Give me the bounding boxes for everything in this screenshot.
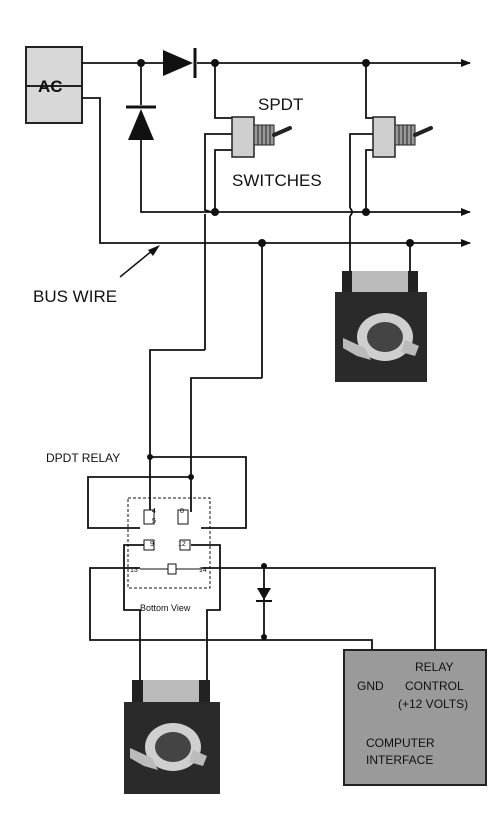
x10-module-top (335, 271, 427, 382)
relay-bottom-view (127, 497, 211, 589)
pin-9: 9 (150, 541, 154, 548)
spdt-switch-2 (372, 116, 433, 158)
spdt-label: SPDT (258, 95, 303, 114)
relay-control-volts: (+12 VOLTS) (398, 697, 468, 711)
bottom-view-label: Bottom View (140, 603, 191, 613)
bus-wire-label: BUS WIRE (33, 287, 117, 306)
interface-label: INTERFACE (366, 753, 433, 767)
spdt-switch-1 (231, 116, 292, 158)
ac-source: AC (25, 46, 83, 124)
top-wiring (82, 59, 471, 378)
relay-wiring (87, 349, 436, 680)
x10-module-bottom (124, 680, 220, 794)
pin-4: 4 (152, 508, 156, 515)
pin-14: 14 (199, 567, 207, 574)
gnd-label: GND (357, 679, 384, 693)
pin-8: 8 (180, 508, 184, 515)
pin-12: 12 (178, 541, 186, 548)
computer-label: COMPUTER (366, 736, 435, 750)
flyback-diode (256, 588, 272, 602)
computer-interface-box: GND RELAY CONTROL (+12 VOLTS) COMPUTER I… (343, 649, 487, 786)
pin-13: 13 (130, 567, 138, 574)
ac-label: AC (38, 77, 63, 96)
diode-top (163, 48, 197, 78)
bus-wire-pointer (119, 245, 160, 278)
pin-5: 5 (152, 518, 156, 525)
dpdt-relay-label: DPDT RELAY (46, 451, 120, 465)
diode-left (126, 105, 156, 140)
relay-control-label-1: RELAY (415, 660, 453, 674)
switches-label: SWITCHES (232, 171, 322, 190)
relay-control-label-2: CONTROL (405, 679, 464, 693)
